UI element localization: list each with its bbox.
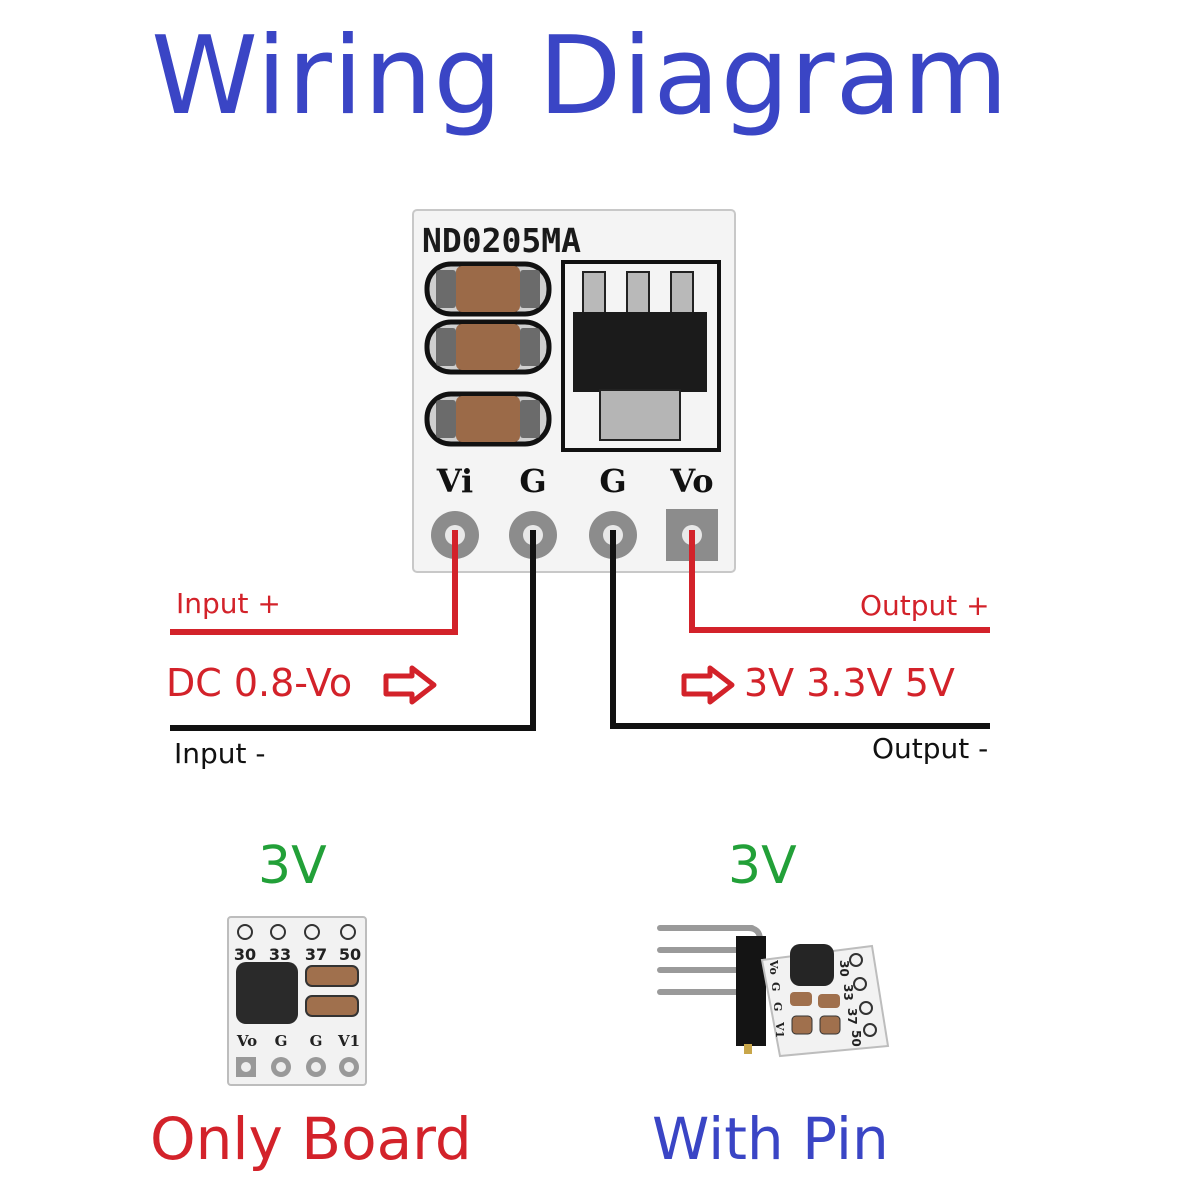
output-negative-wire	[610, 530, 990, 729]
jumper-label: 33	[841, 984, 855, 1001]
jumper-label: 50	[339, 945, 361, 964]
jumper-label: 30	[234, 945, 256, 964]
diagram-title: Wiring Diagram	[151, 14, 1009, 139]
jumper-label: 50	[849, 1030, 863, 1047]
module-model-label: ND0205MA	[422, 221, 581, 260]
pin-label: Vo	[669, 462, 713, 500]
input-negative-wire	[170, 530, 536, 731]
capacitor	[424, 261, 552, 317]
pin-label: Vo	[236, 1032, 257, 1050]
jumper-label: 37	[845, 1008, 859, 1025]
regulator-chip	[561, 260, 721, 452]
arrow-right-icon	[681, 665, 735, 705]
capacitor	[424, 391, 552, 447]
output-negative-label: Output -	[872, 732, 989, 765]
pin-label: G	[275, 1032, 288, 1050]
input-positive-wire	[170, 530, 458, 635]
pin-label: G	[771, 1002, 784, 1011]
capacitor	[424, 319, 552, 375]
variant-voltage-tag: 3V	[728, 836, 797, 896]
jumper-label: 33	[269, 945, 291, 964]
pin-label: G	[519, 462, 546, 500]
jumper-label: 37	[305, 945, 327, 964]
board-only-photo: 30 33 37 50 Vo G G V1	[227, 916, 367, 1086]
pin-label: Vo	[767, 959, 780, 975]
input-negative-label: Input -	[174, 737, 266, 770]
board-with-pin-photo: 30 33 37 50 Vo G G V1	[657, 925, 890, 1058]
pin-label: G	[310, 1032, 323, 1050]
arrow-right-icon	[383, 665, 437, 705]
pin-label: G	[769, 982, 782, 991]
input-range-label: DC 0.8-Vo	[166, 661, 353, 705]
pin-label: Vi	[436, 462, 473, 500]
variant-caption-with-pin: With Pin	[652, 1105, 889, 1173]
wires	[170, 530, 990, 731]
module-board: ND0205MA Vi	[412, 209, 736, 573]
variant-voltage-tag: 3V	[258, 836, 327, 896]
output-positive-label: Output +	[860, 589, 990, 622]
pin-label: G	[599, 462, 626, 500]
output-voltage-label: 3V 3.3V 5V	[744, 661, 955, 705]
input-positive-label: Input +	[176, 587, 281, 620]
variant-caption-only-board: Only Board	[150, 1105, 472, 1173]
jumper-label: 30	[837, 960, 851, 977]
pin-label: V1	[337, 1032, 360, 1050]
output-positive-wire	[689, 530, 990, 633]
pin-label: V1	[773, 1021, 786, 1038]
